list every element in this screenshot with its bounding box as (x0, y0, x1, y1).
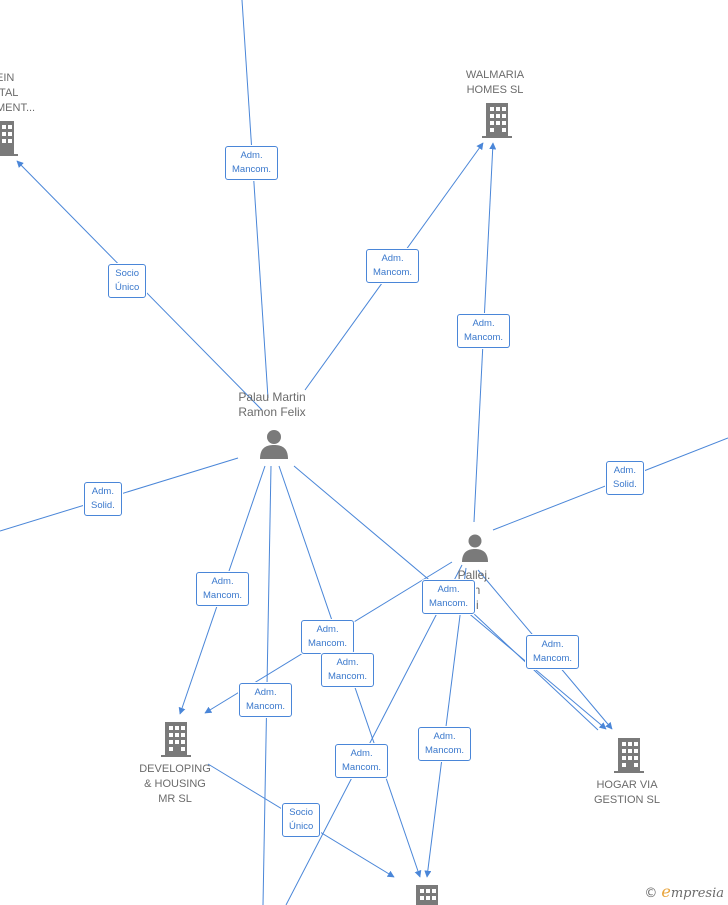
node-label-lein: EIN ITAL MENT... (0, 72, 36, 114)
node-label-hogar: HOGAR VIA GESTION SL (593, 779, 661, 806)
edge-label-walmaria-palau[interactable]: Adm. Mancom. (366, 249, 420, 283)
edge-label-bottom-1[interactable]: Adm. Mancom. (418, 727, 472, 761)
edge-label-solid-left[interactable]: Adm. Solid. (84, 482, 122, 516)
edge-label-socio-bottom[interactable]: Socio Único (282, 803, 321, 837)
edge-pallej-bottom (424, 567, 467, 878)
building-icon (614, 738, 644, 773)
node-label-walmaria: WALMARIA HOMES SL (465, 69, 525, 96)
edge-label-bottom-2[interactable]: Adm. Mancom. (335, 744, 389, 778)
edge-label-solid-right[interactable]: Adm. Solid. (606, 461, 644, 495)
copyright-symbol: © (644, 886, 658, 901)
brand-name: mpresia (670, 886, 724, 901)
edge-pallej-down (285, 564, 463, 905)
building-icon (161, 722, 191, 757)
edge-top (241, 0, 269, 399)
edge-label-socio-left[interactable]: Socio Único (108, 264, 147, 298)
brand-initial: e (661, 882, 671, 901)
building-icon (482, 103, 512, 138)
edge-label-top[interactable]: Adm. Mancom. (225, 146, 279, 180)
edge-label-dev-1[interactable]: Adm. Mancom. (196, 572, 250, 606)
node-label-developing: DEVELOPING & HOUSING MR SL (139, 763, 211, 805)
edge-pallej-hogar-2 (471, 611, 599, 731)
person-icon (462, 534, 488, 562)
edge-label-center-2[interactable]: Adm. Mancom. (321, 653, 375, 687)
edge-label-pallej-1[interactable]: Adm. Mancom. (422, 580, 476, 614)
person-icon (260, 430, 288, 459)
edge-label-hogar-1[interactable]: Adm. Mancom. (526, 635, 580, 669)
building-icon (0, 121, 18, 156)
edge-label-center-1[interactable]: Adm. Mancom. (301, 620, 355, 654)
edge-label-dev-2[interactable]: Adm. Mancom. (239, 683, 293, 717)
node-label-palau: Palau Martin Ramon Felix (238, 390, 306, 419)
building-icon (416, 885, 438, 905)
brand-logo: ©empresia (644, 882, 724, 901)
edge-label-walmaria-pallej[interactable]: Adm. Mancom. (457, 314, 511, 348)
